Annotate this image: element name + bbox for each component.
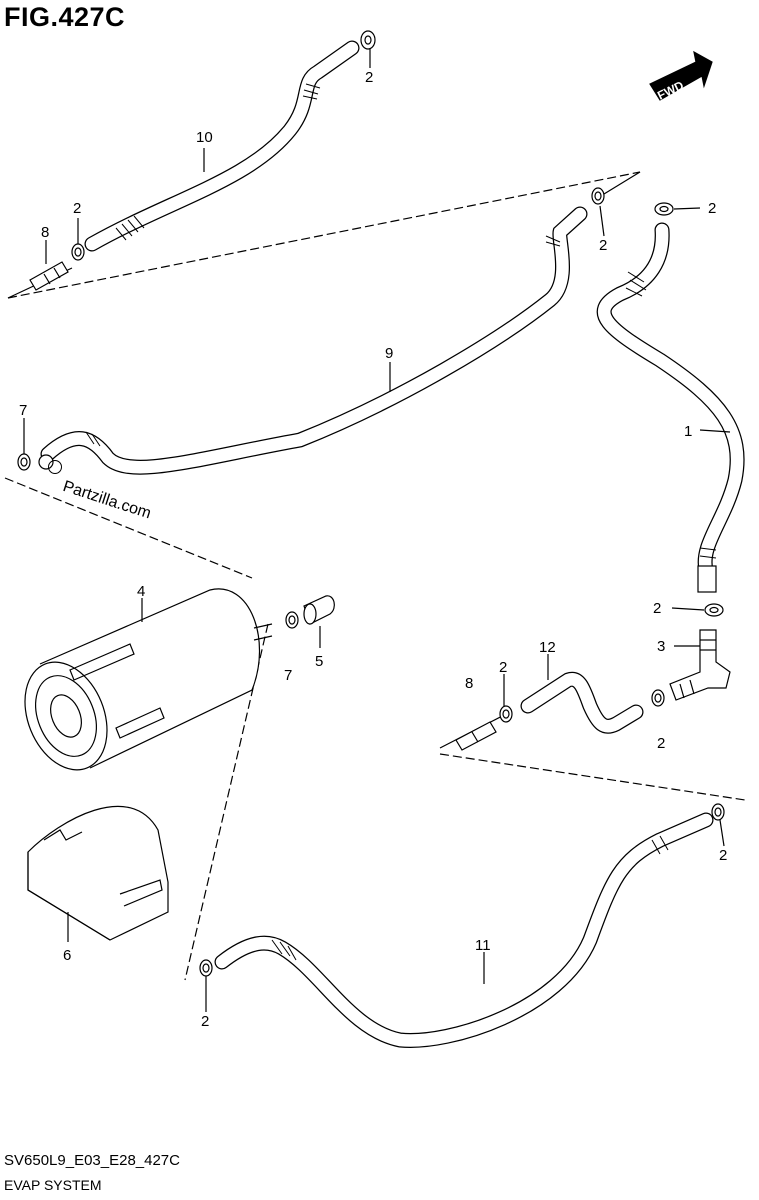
clamp-icon [654, 202, 674, 216]
leader-lines [23, 48, 731, 1012]
callout-1: 1 [684, 423, 692, 440]
callout-2: 2 [653, 600, 661, 617]
callout-9: 9 [385, 345, 393, 362]
clamp-icon [17, 453, 31, 471]
clamp-icon [591, 187, 605, 205]
callout-4: 4 [137, 583, 145, 600]
hose-10 [84, 40, 360, 252]
callout-12: 12 [539, 639, 556, 656]
callout-2: 2 [201, 1013, 209, 1030]
fwd-arrow-icon: FWD [649, 50, 713, 103]
callout-labels: 10 2 8 2 2 2 9 7 1 4 5 7 2 3 12 8 2 2 2 … [19, 69, 727, 1030]
clamp-icon [285, 611, 299, 629]
callout-7: 7 [19, 402, 27, 419]
holder-6 [27, 805, 169, 941]
canister-4 [24, 588, 273, 771]
hose-9 [40, 206, 588, 475]
section-name: EVAP SYSTEM [4, 1177, 102, 1193]
clamp-icon [711, 803, 725, 821]
figure-title: FIG.427C [4, 2, 126, 32]
guide-line-upper-tip [603, 171, 641, 195]
callout-6: 6 [63, 947, 71, 964]
drawing-code: SV650L9_E03_E28_427C [4, 1152, 180, 1169]
callout-2: 2 [73, 200, 81, 217]
callout-2: 2 [708, 200, 716, 217]
clamp-icon [199, 959, 213, 977]
callout-2: 2 [365, 69, 373, 86]
clamp-icon [360, 30, 376, 50]
connector-8-lower [455, 721, 497, 751]
clamp-icon [71, 243, 85, 261]
cap-5 [303, 595, 335, 625]
callout-10: 10 [196, 129, 213, 146]
elbow-connector-3 [669, 629, 731, 701]
clamp-icon [651, 689, 665, 707]
guide-line-upper [7, 171, 641, 299]
hose-1 [596, 222, 745, 593]
callout-7: 7 [284, 667, 292, 684]
callout-3: 3 [657, 638, 665, 655]
clamp-icon [704, 603, 724, 617]
callout-8: 8 [465, 675, 473, 692]
hose-11 [214, 812, 714, 1048]
guide-line-lower [439, 753, 746, 801]
hose-12 [520, 671, 644, 734]
callout-8: 8 [41, 224, 49, 241]
callout-2: 2 [499, 659, 507, 676]
guide-line-left [4, 477, 253, 579]
watermark-logo-icon [48, 460, 62, 474]
clamp-icon [499, 705, 513, 723]
connector-8-upper [29, 261, 69, 291]
callout-2: 2 [657, 735, 665, 752]
callout-2: 2 [719, 847, 727, 864]
callout-11: 11 [475, 937, 491, 954]
callout-2: 2 [599, 237, 607, 254]
callout-5: 5 [315, 653, 323, 670]
